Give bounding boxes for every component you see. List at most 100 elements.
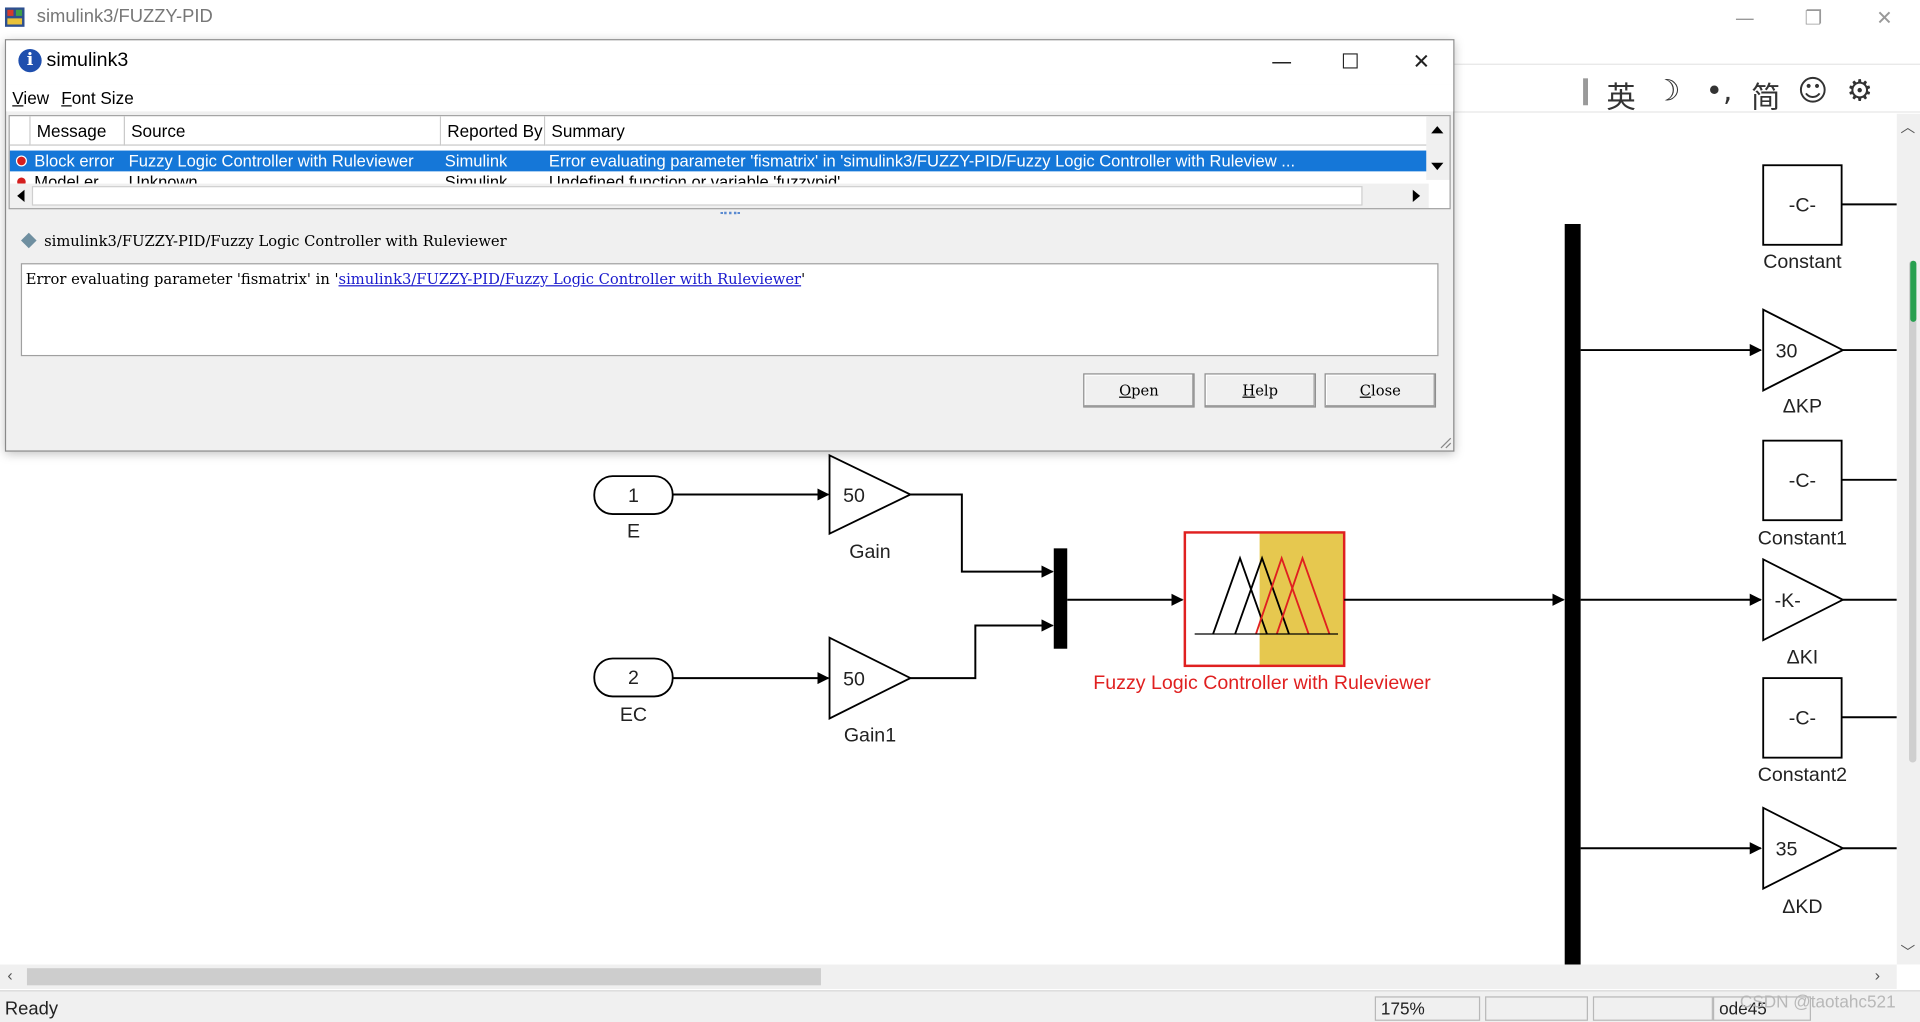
scroll-left-icon[interactable]: ‹ [7, 965, 13, 985]
error-icon [15, 176, 27, 184]
error-detail-text: Error evaluating parameter 'fismatrix' i… [20, 263, 1439, 357]
maximize-icon[interactable]: ☐ [1340, 50, 1360, 75]
block-diamond-icon [20, 232, 37, 249]
demux-block[interactable] [1564, 223, 1581, 965]
close-button[interactable]: Close [1324, 373, 1437, 408]
column-header-reported-by[interactable]: Reported By [441, 116, 546, 146]
table-horizontal-scrollbar[interactable] [9, 183, 1429, 209]
table-corner [9, 116, 31, 146]
fuzzy-controller-block[interactable] [1183, 531, 1346, 668]
dialog-title: simulink3 [46, 50, 129, 71]
signal-line[interactable] [910, 619, 1054, 680]
info-icon: i [18, 48, 42, 73]
fuzzy-controller-label: Fuzzy Logic Controller with Ruleviewer [1093, 672, 1431, 694]
dialog-menubar: View Font Size [6, 84, 1454, 112]
delta-kp-block[interactable] [1762, 308, 1845, 392]
scroll-down-icon[interactable]: ﹀ [1900, 943, 1916, 961]
close-icon[interactable]: ✕ [1412, 50, 1431, 75]
scroll-up-icon[interactable]: ︿ [1900, 118, 1916, 136]
column-header-source[interactable]: Source [124, 116, 442, 146]
scrollbar-thumb[interactable] [26, 968, 821, 986]
ime-settings-icon[interactable]: ⚙ [1846, 73, 1873, 108]
constant-label: Constant [1763, 251, 1842, 273]
dialog-titlebar[interactable]: i simulink3 — ☐ ✕ [6, 40, 1454, 85]
mux-block[interactable] [1053, 548, 1068, 649]
constant2-value: -C- [1789, 708, 1816, 730]
close-icon[interactable]: ✕ [1876, 6, 1893, 30]
canvas-horizontal-scrollbar[interactable]: ‹ › [0, 964, 1897, 989]
ime-english-icon[interactable]: 英 [1606, 80, 1636, 116]
scrollbar-thumb[interactable] [31, 186, 1363, 206]
open-button[interactable]: Open [1083, 373, 1195, 408]
delta-ki-label: ΔKI [1787, 646, 1819, 668]
splitter-handle[interactable] [720, 211, 741, 216]
gain1-value: 50 [843, 668, 865, 690]
signal-line[interactable] [910, 493, 1054, 578]
solver-name: ode45 [1712, 996, 1811, 1021]
toolbar-separator [1583, 78, 1588, 106]
table-vertical-scrollbar[interactable] [1426, 116, 1450, 180]
gain1-block[interactable] [828, 636, 913, 720]
status-ready-text: Ready [4, 998, 59, 1020]
constant1-block[interactable] [1762, 439, 1843, 522]
resize-grip-icon[interactable] [1440, 437, 1452, 449]
gain-label: Gain [849, 541, 890, 563]
error-icon [15, 155, 27, 167]
canvas-vertical-scrollbar[interactable]: ︿ ﹀ [1896, 113, 1920, 965]
main-window-title: simulink3/FUZZY-PID [36, 6, 213, 27]
menu-font-size[interactable]: Font Size [61, 88, 134, 108]
restore-icon[interactable]: ❐ [1804, 6, 1823, 30]
scrollbar-thumb[interactable] [1909, 260, 1917, 763]
scroll-right-icon[interactable] [1410, 188, 1422, 203]
inport-2-label: EC [620, 704, 647, 726]
table-row[interactable]: Block error Fuzzy Logic Controller with … [9, 150, 1429, 172]
delta-kd-block[interactable] [1762, 806, 1845, 891]
ime-emoji-icon[interactable]: ☺ [1797, 73, 1829, 108]
ime-simplified-icon[interactable]: 简 [1750, 80, 1781, 116]
help-button[interactable]: Help [1204, 373, 1316, 408]
status-empty-cell [1485, 996, 1588, 1021]
gain-block[interactable] [828, 453, 913, 536]
minimize-icon[interactable]: — [1271, 50, 1293, 75]
delta-ki-block[interactable] [1762, 557, 1845, 642]
delta-kp-label: ΔKP [1783, 395, 1822, 417]
inport-1-label: E [627, 520, 640, 542]
ime-moon-icon[interactable]: ☽ [1654, 73, 1681, 108]
constant-block[interactable] [1762, 164, 1843, 246]
main-titlebar: simulink3/FUZZY-PID — ❐ ✕ [0, 0, 1920, 37]
delta-kd-value: 35 [1776, 839, 1798, 861]
constant1-value: -C- [1789, 470, 1816, 492]
gain1-label: Gain1 [844, 725, 896, 747]
main-toolbar [1454, 63, 1920, 113]
watermark: CSDN @taotahc521 [1739, 991, 1896, 1012]
constant2-label: Constant2 [1758, 764, 1847, 786]
delta-ki-value: -K- [1775, 590, 1801, 612]
inport-1-number: 1 [628, 485, 639, 507]
scroll-arrows-icon [1431, 126, 1444, 171]
constant-value: -C- [1789, 195, 1816, 217]
scroll-indicator [1910, 260, 1917, 322]
diagnostic-viewer-dialog: i simulink3 — ☐ ✕ View Font Size Message… [4, 39, 1455, 452]
status-bar: Ready 175% ode45 [0, 990, 1920, 1022]
block-link[interactable]: simulink3/FUZZY-PID/Fuzzy Logic Controll… [338, 270, 802, 288]
scroll-left-icon[interactable] [15, 188, 27, 203]
constant2-block[interactable] [1762, 677, 1843, 759]
message-table: Message Source Reported By Summary Block… [8, 115, 1451, 210]
inport-2-number: 2 [628, 667, 639, 689]
status-empty-cell [1592, 996, 1713, 1021]
column-header-summary[interactable]: Summary [545, 116, 1429, 146]
delta-kd-label: ΔKD [1782, 896, 1822, 918]
delta-kp-value: 30 [1776, 340, 1798, 362]
scroll-right-icon[interactable]: › [1874, 965, 1881, 985]
constant1-label: Constant1 [1758, 528, 1847, 550]
ime-punctuation-icon[interactable]: •, [1705, 73, 1733, 108]
menu-view[interactable]: View [12, 88, 50, 108]
column-header-message[interactable]: Message [30, 116, 125, 146]
gain-value: 50 [843, 485, 865, 507]
minimize-icon[interactable]: — [1735, 6, 1755, 30]
simulink-app-icon [4, 7, 25, 27]
block-path: simulink3/FUZZY-PID/Fuzzy Logic Controll… [20, 232, 507, 250]
table-row[interactable]: Model er... Unknown Simulink Undefined f… [10, 171, 1429, 184]
zoom-level: 175% [1374, 996, 1481, 1021]
